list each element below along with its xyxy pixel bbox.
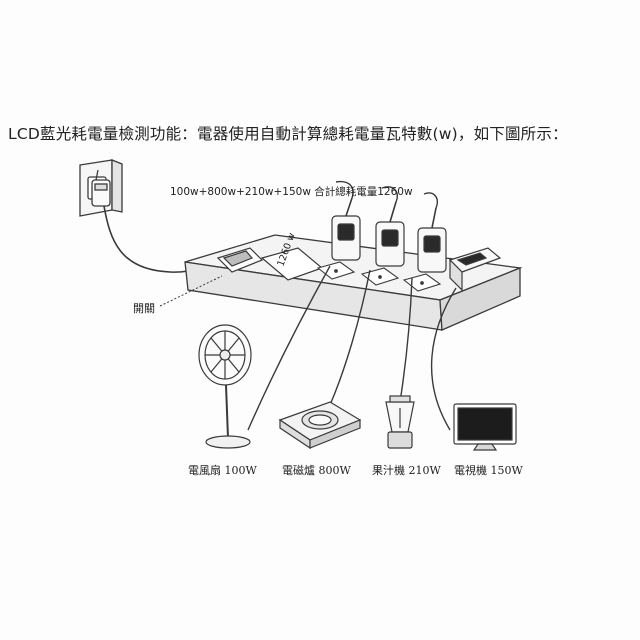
adapter-plug-icon: [448, 247, 502, 292]
blender-icon: [385, 395, 415, 449]
blender-cord: [399, 277, 413, 403]
wall-plug-icon: [91, 179, 111, 207]
tv-label: 電視機 150W: [454, 463, 523, 477]
strip-sockets: [316, 261, 442, 292]
induction-cooker-icon: [278, 401, 362, 450]
cooker-cord: [329, 269, 371, 406]
cooker-label: 電磁爐 800W: [282, 463, 351, 477]
plug-1-wire: [335, 180, 354, 199]
power-switch: [216, 247, 264, 273]
switch-pointer-line: [159, 275, 223, 307]
fan-label: 電風扇 100W: [188, 463, 257, 477]
sum-caption: 100w+800w+210w+150w 合計總耗電量1260w: [170, 185, 413, 198]
television-icon: [453, 403, 517, 451]
electric-fan-icon: [198, 324, 252, 449]
switch-label: 開關: [133, 302, 155, 315]
blender-label: 果汁機 210W: [372, 463, 441, 477]
page-heading: LCD藍光耗電量檢測功能：電器使用自動計算總耗電量瓦特數(w)，如下圖所示：: [8, 125, 568, 143]
tv-cord: [430, 287, 457, 431]
power-strip-diagram: 1260 w 開關: [79, 159, 523, 477]
plug-1-icon: [331, 197, 361, 261]
plug-2-icon: [375, 201, 405, 267]
plug-3-icon: [417, 207, 447, 273]
plug-3-wire: [423, 192, 438, 209]
plug-2-wire: [381, 186, 398, 203]
fan-cord: [247, 265, 331, 431]
